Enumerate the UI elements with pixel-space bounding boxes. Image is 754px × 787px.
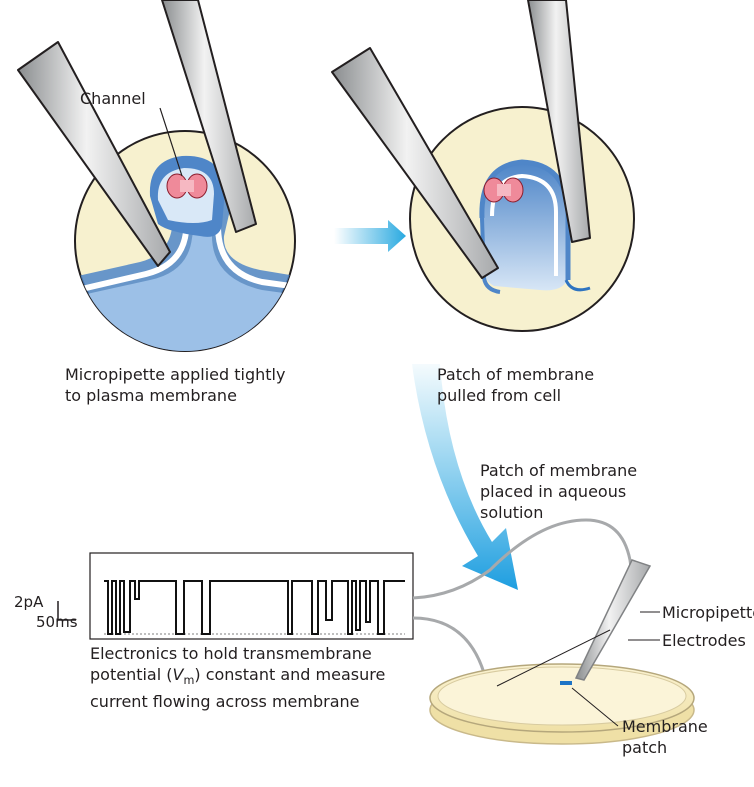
channel-label: Channel	[80, 88, 146, 109]
excised-patch-panel	[332, 0, 634, 331]
cell-attached-panel	[18, 0, 320, 400]
micropipette-dish	[576, 560, 650, 680]
electronics-caption: Electronics to hold transmembrane potent…	[90, 643, 385, 712]
step1-caption: Micropipette applied tightly to plasma m…	[65, 364, 285, 406]
step2-caption: Patch of membrane pulled from cell	[437, 364, 594, 406]
step-arrow-right	[334, 220, 406, 252]
scale-time-label: 50ms	[36, 612, 78, 633]
wire-to-bath	[413, 618, 486, 680]
membrane-patch-label: Membrane patch	[622, 716, 708, 758]
scale-current-label: 2pA	[14, 592, 43, 613]
step3-caption: Patch of membrane placed in aqueous solu…	[480, 460, 637, 523]
electrodes-label: Electrodes	[662, 630, 746, 651]
current-recording	[58, 553, 413, 639]
wire-to-pipette	[413, 520, 632, 606]
micropipette-label: Micropipette	[662, 602, 754, 623]
